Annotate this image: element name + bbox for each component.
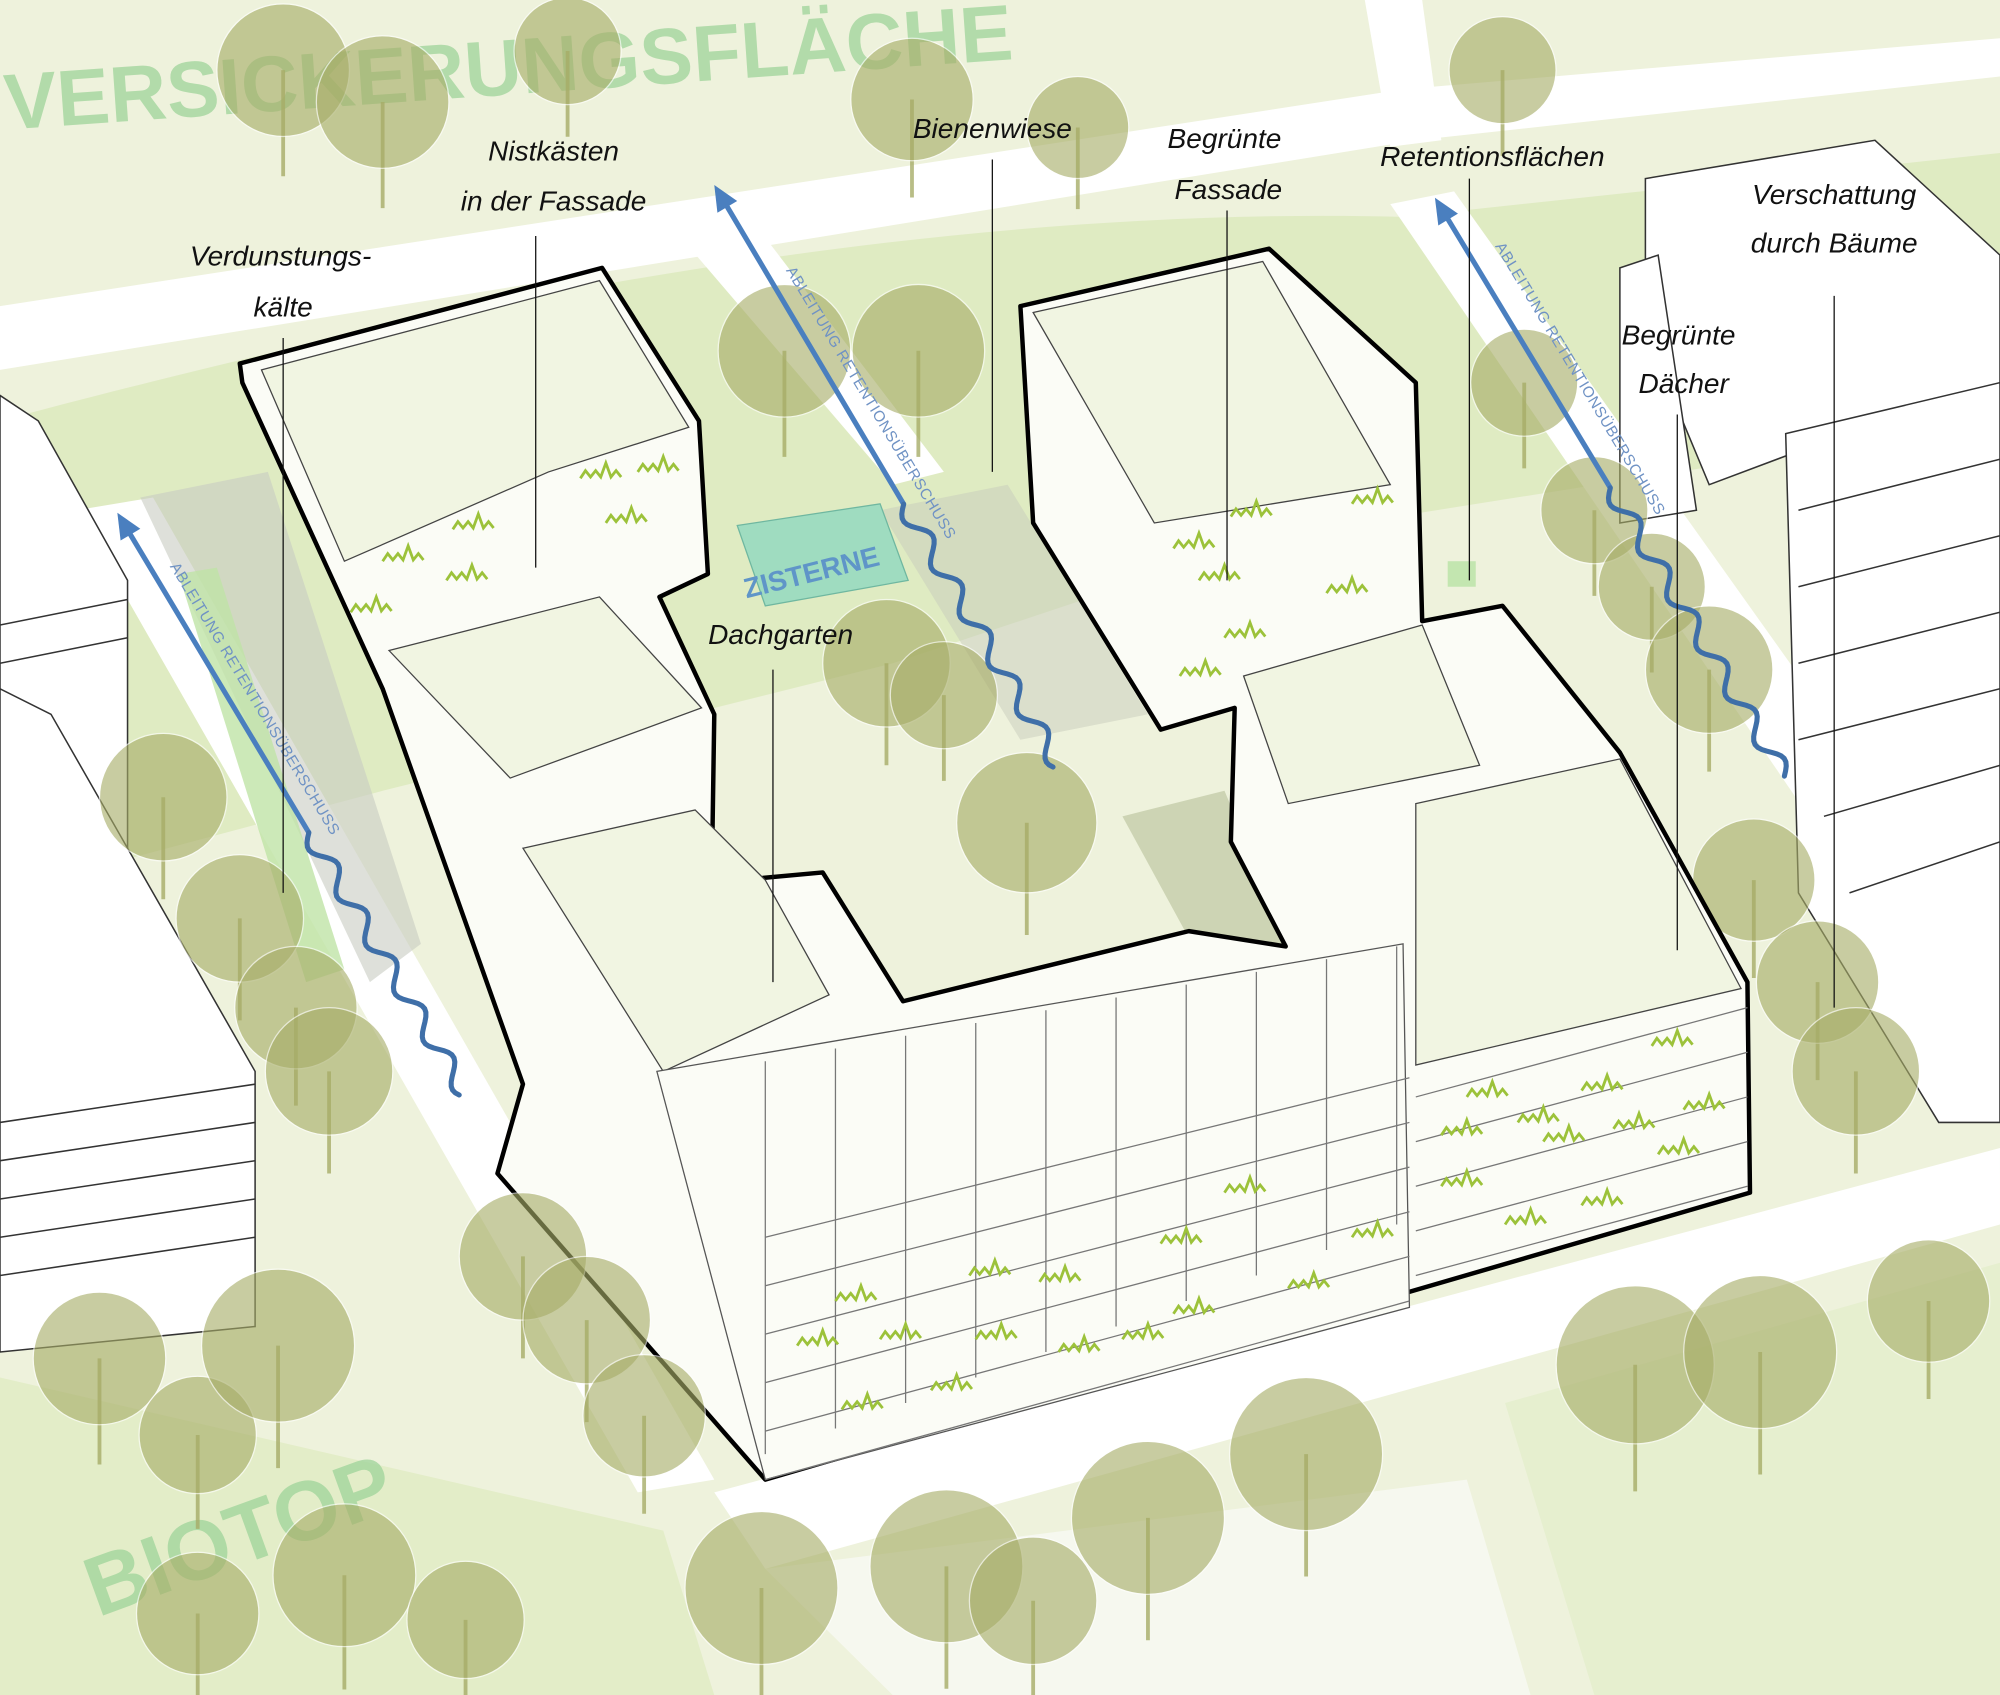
tree (955, 751, 1098, 935)
label-nistkaesten-line1: Nistkästen (488, 136, 619, 167)
roof-wing-west (387, 596, 703, 779)
tree (850, 37, 974, 198)
water-flows (117, 184, 1789, 1098)
tree (1866, 1239, 1991, 1399)
tree (968, 1536, 1098, 1695)
roof-tower-west (260, 279, 690, 563)
shadow-courtyard-east (1122, 790, 1289, 957)
facade-grid (764, 946, 1748, 1481)
label-daecher-line1: Begrünte (1622, 319, 1736, 350)
tree (522, 1255, 652, 1423)
tree (889, 640, 999, 781)
label-bienenwiese: Bienenwiese (913, 113, 1072, 144)
roof-wing-east (1242, 624, 1481, 805)
label-verschattung-line1: Verschattung (1752, 179, 1917, 210)
roof-green-east (1415, 758, 1743, 1066)
label-verschattung-line2: durch Bäume (1751, 228, 1918, 259)
tree (1791, 1007, 1921, 1174)
tree (138, 1375, 258, 1529)
shadow-courtyard (880, 484, 1148, 740)
trees-front (32, 1191, 1991, 1695)
tree (1683, 1274, 1838, 1475)
tree (1555, 1285, 1715, 1492)
green-facade-plants (349, 452, 1726, 1411)
cistern: ZISTERNE (736, 503, 910, 607)
tree (1470, 328, 1579, 469)
tree (98, 732, 228, 900)
label-nistkaesten-line2: in der Fassade (461, 185, 647, 216)
tree (1448, 15, 1557, 156)
label-fassade-line1: Begrünte (1168, 123, 1282, 154)
water-flow-arrow (1434, 197, 1789, 779)
main-building (237, 246, 1753, 1482)
tree (406, 1560, 525, 1695)
tree (272, 1503, 417, 1690)
label-daecher-line2: Dächer (1638, 368, 1730, 399)
tree (684, 1510, 839, 1695)
label-verdunstung-line2: kälte (254, 291, 313, 322)
water-flow-arrow (714, 184, 1056, 770)
roof-tower-east (1032, 260, 1392, 524)
label-retentionsflaechen: Retentionsflächen (1380, 141, 1605, 172)
tree (717, 283, 852, 457)
tree (1026, 75, 1130, 210)
roof-garden (521, 809, 830, 1073)
neighbour-building-east (1619, 139, 2000, 1124)
label-verdunstung-line1: Verdunstungs- (190, 240, 371, 271)
tree (264, 1007, 394, 1174)
leader-lines (282, 159, 1835, 1008)
pergola-block (656, 943, 1411, 1481)
tree (32, 1291, 167, 1465)
road-south (714, 1147, 2000, 1569)
tree (1228, 1376, 1384, 1577)
label-dachgarten: Dachgarten (708, 619, 853, 650)
tree (1691, 818, 1816, 979)
label-fassade-line2: Fassade (1175, 174, 1283, 205)
tree (582, 1353, 706, 1514)
tree (315, 35, 450, 209)
neighbour-building-west (0, 394, 256, 1353)
tree (135, 1551, 260, 1695)
retention-strip-west (178, 567, 345, 983)
tree (513, 0, 622, 137)
water-flow-arrow (117, 512, 462, 1098)
tree (1070, 1440, 1226, 1641)
tree (200, 1268, 356, 1469)
retention-patch (1447, 561, 1476, 587)
tree (851, 283, 986, 457)
